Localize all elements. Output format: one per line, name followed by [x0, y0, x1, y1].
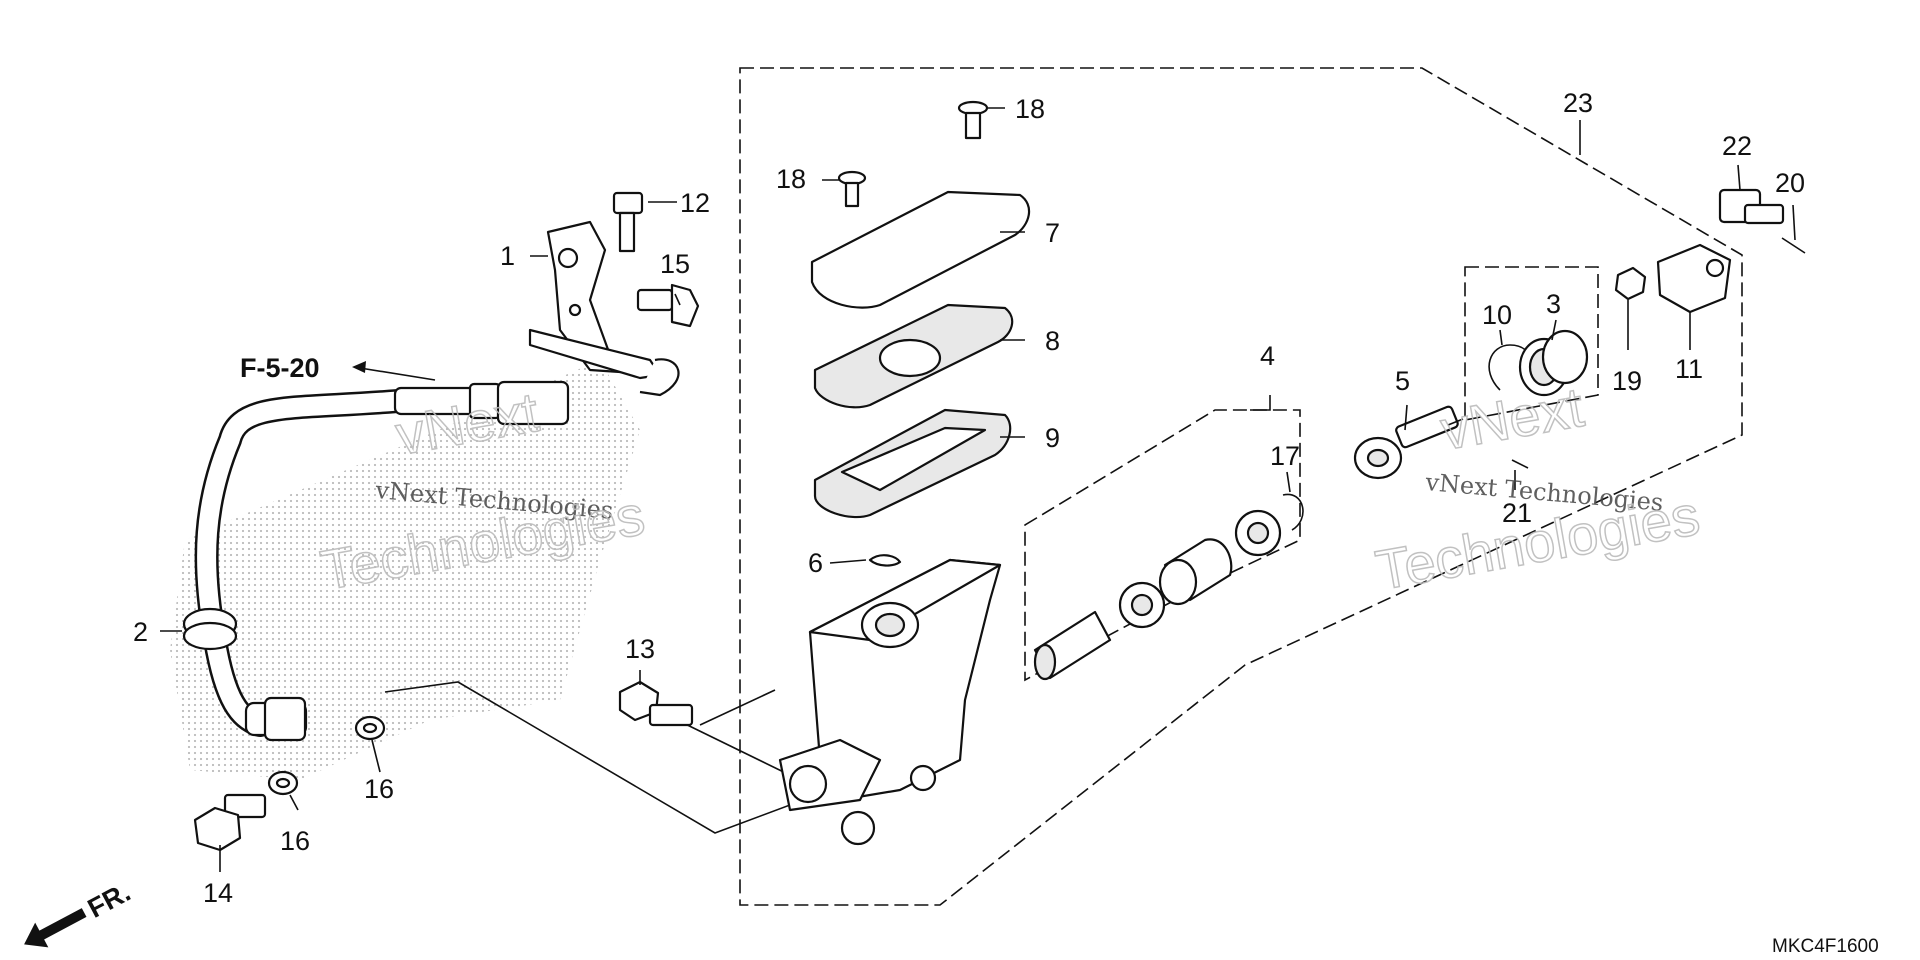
- diaphragm-9-inner: [840, 426, 987, 492]
- piston-seal: [1234, 509, 1282, 557]
- callout-14: 14: [203, 878, 233, 908]
- callout-21: 21: [1502, 498, 1532, 528]
- pin-21: [1511, 459, 1529, 469]
- clip-6: [868, 554, 902, 567]
- master-cylinder-body: [778, 558, 1002, 846]
- watermark-outline-top-right: vNext: [1436, 375, 1588, 462]
- front-direction-arrow: FR.: [24, 877, 135, 948]
- callout-6: 6: [808, 548, 823, 578]
- cup-seal: [1118, 581, 1166, 629]
- pin-22: [1718, 188, 1785, 225]
- diagram-code: MKC4F1600: [1772, 936, 1879, 957]
- callout-18a: 18: [1015, 94, 1045, 124]
- joint-11: [1656, 243, 1732, 314]
- assembly-23-boundary: [739, 67, 1743, 906]
- circlip-17: [1282, 493, 1304, 531]
- diaphragm-plate-hole: [878, 338, 942, 378]
- reference-label[interactable]: F-5-20: [240, 353, 320, 383]
- spring: [1033, 610, 1112, 681]
- callout-11: 11: [1675, 354, 1703, 384]
- screw-18-left: [837, 170, 867, 208]
- callout-1: 1: [500, 241, 515, 271]
- callout-4: 4: [1260, 341, 1275, 371]
- callout-3: 3: [1546, 289, 1561, 319]
- callout-20: 20: [1775, 168, 1805, 198]
- bolt-12: [612, 191, 644, 253]
- callout-22: 22: [1722, 131, 1752, 161]
- callout-labels: 1 2 3 4 5 6 7 8 9 10 11 12 13 14 15 16 1…: [133, 88, 1805, 908]
- leader-lines: [160, 107, 1796, 872]
- cotter-20: [1781, 237, 1806, 254]
- bolt-15: [636, 283, 700, 328]
- washers-16: [267, 715, 386, 796]
- callout-12: 12: [680, 188, 710, 218]
- kit-4-boundary: [1024, 409, 1301, 682]
- clutch-hose: [182, 361, 570, 742]
- stipple-shadow: [170, 360, 640, 780]
- callout-10: 10: [1482, 300, 1512, 330]
- callout-23: 23: [1563, 88, 1593, 118]
- hose-bracket: [528, 220, 680, 397]
- boot-3: [1518, 329, 1589, 397]
- screw-18-top: [957, 100, 989, 140]
- callout-16b: 16: [364, 774, 394, 804]
- callout-16a: 16: [280, 826, 310, 856]
- piston: [1158, 538, 1233, 606]
- callout-9: 9: [1045, 423, 1060, 453]
- callout-15: 15: [660, 249, 690, 279]
- callout-5: 5: [1395, 366, 1410, 396]
- callout-2: 2: [133, 617, 148, 647]
- kit-10-3-boundary: [1464, 266, 1599, 421]
- nut-19: [1614, 266, 1647, 301]
- direction-label: FR.: [83, 877, 135, 924]
- reservoir-cap-7: [810, 190, 1031, 309]
- callout-7: 7: [1045, 218, 1060, 248]
- callout-19: 19: [1612, 366, 1642, 396]
- callout-18b: 18: [776, 164, 806, 194]
- bolt-13: [618, 680, 694, 727]
- bolt-14: [193, 793, 267, 852]
- callout-17: 17: [1270, 441, 1300, 471]
- callout-8: 8: [1045, 326, 1060, 356]
- push-rod-5: [1353, 405, 1464, 480]
- callout-13: 13: [625, 634, 655, 664]
